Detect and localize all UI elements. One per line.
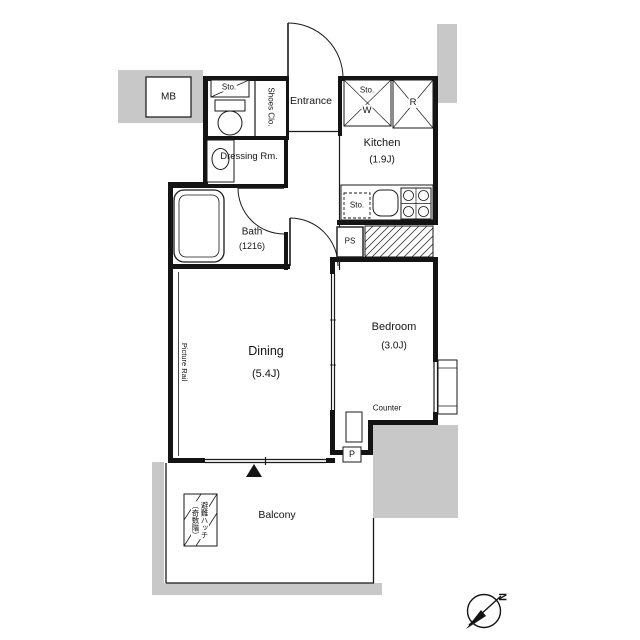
pipe-label: P <box>347 448 357 460</box>
partition-bottom-stub <box>330 410 335 455</box>
fridge-label: R <box>408 96 418 108</box>
toilet-storage-label: Sto. <box>220 82 238 93</box>
wall-dining-bottom-left <box>168 458 205 463</box>
wall-left-lower <box>168 182 173 463</box>
fixtures <box>173 79 434 547</box>
toilet-storage-text: Sto. <box>220 82 238 92</box>
wall-dining-bottom-right <box>326 458 335 463</box>
toilet-icon <box>214 99 246 136</box>
wall-bedroom-top <box>330 257 438 262</box>
walls <box>168 76 438 463</box>
bath-door <box>237 187 285 235</box>
pipe-text: P <box>347 448 357 459</box>
pipe-space-label: PS <box>344 236 356 246</box>
balcony-left-wall <box>152 462 164 595</box>
compass-icon <box>466 593 502 629</box>
windows <box>205 359 458 465</box>
wall-left-upper <box>203 76 208 186</box>
balcony-outline <box>165 463 375 584</box>
bath-size-label: (1216) <box>238 241 266 252</box>
washer-text: W <box>361 104 373 116</box>
wall-bedroom-bottom-right <box>368 420 438 425</box>
wall-right-kitchen <box>433 76 438 225</box>
kitchen-size-label: (1.9J) <box>369 154 395 166</box>
bottom-right-block <box>373 425 458 518</box>
wall-kitchen-bottom <box>337 220 438 225</box>
kitchen-label: Kitchen <box>363 136 401 149</box>
counter-storage-text: Sto. <box>348 200 366 210</box>
hatched-duct-area <box>364 225 434 258</box>
kitchen-storage-label: Sto. <box>358 85 376 96</box>
washbasin-icon <box>206 139 235 183</box>
bath-label: Bath <box>241 226 263 238</box>
wall-top-right <box>341 76 438 81</box>
wall-bedroom-step <box>368 420 373 455</box>
wall-top-left <box>203 76 289 81</box>
picture-rail-label: Picture Rail <box>180 342 190 382</box>
sliding-partition <box>330 274 336 410</box>
dining-label: Dining <box>248 344 284 359</box>
bedroom-label: Bedroom <box>371 320 417 333</box>
wall-shoes-entrance <box>286 78 289 136</box>
bedroom-size-label: (3.0J) <box>381 340 407 352</box>
wall-corridor-lower <box>284 232 288 270</box>
wall-bath-bottom <box>168 264 290 269</box>
partition-top-stub <box>330 260 335 274</box>
bedroom-window <box>433 359 458 415</box>
washer-label: W <box>361 104 373 116</box>
dressing-room-label: Dressing Rm. <box>220 150 278 162</box>
wall-corridor-upper <box>284 136 288 188</box>
kitchen-sink-icon <box>372 189 399 217</box>
wall-right-bedroom-lower <box>433 412 438 425</box>
evac-hatch-label: 避難ハッチ （奇数階） <box>191 501 209 539</box>
dining-size-label: (5.4J) <box>251 367 281 380</box>
bathtub-icon <box>173 189 225 263</box>
compass-north-label: N <box>496 593 508 601</box>
stove-icon <box>400 187 432 220</box>
balcony-bottom-wall <box>152 583 382 595</box>
direction-triangle-icon <box>246 464 262 477</box>
wall-entrance-kitchen <box>338 76 342 136</box>
right-shaft-block <box>437 24 457 103</box>
kitchen-storage-text: Sto. <box>358 85 376 95</box>
balcony-label: Balcony <box>258 509 296 522</box>
pipe-space-box <box>336 226 364 258</box>
meter-box <box>145 76 192 118</box>
balcony-sliding-window <box>205 457 326 465</box>
shoes-closet-label: Shoes Clo. <box>266 87 276 127</box>
wall-bath-top <box>168 184 288 188</box>
wall-right-bedroom-upper <box>433 257 438 362</box>
evac-hatch-line1: 避難ハッチ <box>200 501 209 539</box>
meter-box-label: MB <box>161 91 176 103</box>
evac-hatch-line2: （奇数階） <box>191 501 200 539</box>
counter-label: Counter <box>372 403 402 413</box>
entrance-label: Entrance <box>289 95 333 108</box>
entrance-door <box>287 22 344 79</box>
bedroom-counter-box <box>345 411 363 443</box>
fridge-text: R <box>408 96 418 108</box>
counter-storage-label: Sto. <box>348 200 366 210</box>
wall-under-toilet <box>203 136 289 140</box>
